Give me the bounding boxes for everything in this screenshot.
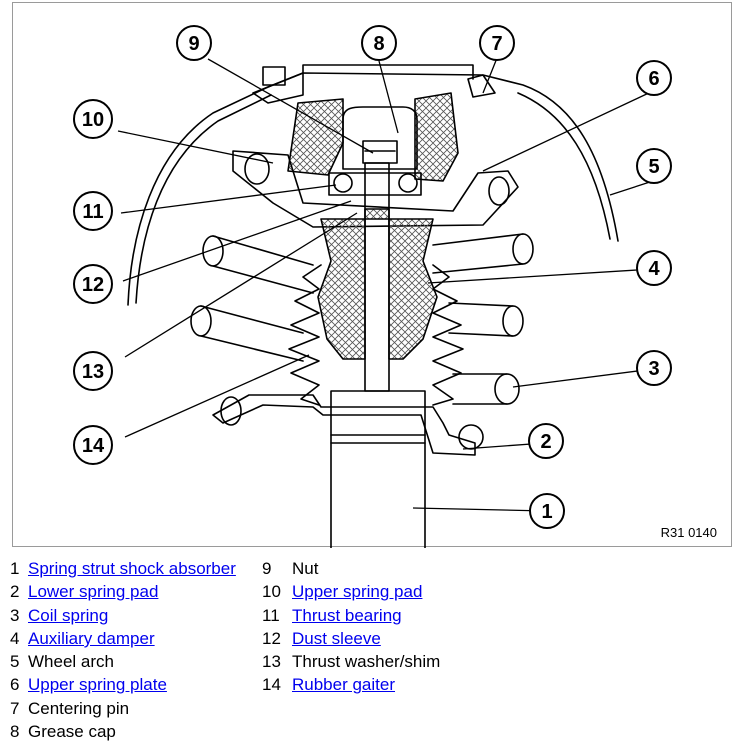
legend-item-1: 1 Spring strut shock absorber bbox=[10, 557, 236, 580]
legend-link[interactable]: Dust sleeve bbox=[292, 628, 381, 648]
legend-number: 14 bbox=[262, 675, 281, 695]
strut-diagram: 1 2 3 4 5 6 7 8 9 10 11 12 13 14 R31 014… bbox=[12, 2, 732, 548]
callout-13: 13 bbox=[73, 351, 113, 391]
legend-number: 2 bbox=[10, 582, 20, 602]
upper-pad bbox=[287, 98, 344, 176]
legend-item-5: 5 Wheel arch bbox=[10, 650, 236, 673]
figure-code: R31 0140 bbox=[660, 525, 717, 540]
legend-number: 5 bbox=[10, 652, 20, 672]
callout-14: 14 bbox=[73, 425, 113, 465]
gaiter-right bbox=[432, 264, 464, 406]
legend-number: 11 bbox=[262, 605, 280, 625]
legend-item-8: 8 Grease cap bbox=[10, 720, 236, 743]
legend-label: Centering pin bbox=[28, 698, 130, 718]
legend-item-11: 11 Thrust bearing bbox=[262, 604, 440, 627]
legend-number: 4 bbox=[10, 628, 20, 648]
legend-item-7: 7 Centering pin bbox=[10, 697, 236, 720]
callout-1: 1 bbox=[529, 493, 565, 529]
callout-4: 4 bbox=[636, 250, 672, 286]
svg-text:1: 1 bbox=[541, 501, 552, 523]
legend-item-14: 14 Rubber gaiter bbox=[262, 673, 440, 696]
legend-label: Grease cap bbox=[28, 722, 116, 742]
svg-text:13: 13 bbox=[82, 361, 104, 383]
svg-text:2: 2 bbox=[540, 431, 551, 453]
legend-number: 10 bbox=[262, 582, 281, 602]
svg-text:11: 11 bbox=[82, 201, 103, 223]
svg-text:7: 7 bbox=[491, 33, 502, 55]
svg-text:12: 12 bbox=[82, 274, 104, 296]
svg-text:9: 9 bbox=[188, 33, 199, 55]
legend-item-6: 6 Upper spring plate bbox=[10, 673, 236, 696]
legend-number: 13 bbox=[262, 652, 281, 672]
legend-item-3: 3 Coil spring bbox=[10, 604, 236, 627]
callout-9: 9 bbox=[176, 25, 212, 61]
callout-12: 12 bbox=[73, 264, 113, 304]
legend-item-4: 4 Auxiliary damper bbox=[10, 627, 236, 650]
legend-link[interactable]: Upper spring pad bbox=[292, 582, 423, 602]
legend-item-13: 13 Thrust washer/shim bbox=[262, 650, 440, 673]
legend-link[interactable]: Thrust bearing bbox=[292, 605, 402, 625]
legend-item-9: 9 Nut bbox=[262, 557, 440, 580]
callout-8: 8 bbox=[361, 25, 397, 61]
aux-damper bbox=[317, 208, 438, 360]
legend-link[interactable]: Coil spring bbox=[28, 605, 109, 625]
legend-link[interactable]: Spring strut shock absorber bbox=[28, 559, 236, 578]
legend-link[interactable]: Lower spring pad bbox=[28, 582, 159, 602]
legend-number: 12 bbox=[262, 628, 281, 648]
legend-left: 1 Spring strut shock absorber 2 Lower sprin… bbox=[10, 557, 236, 743]
svg-text:10: 10 bbox=[82, 109, 104, 131]
callout-11: 11 bbox=[73, 191, 113, 231]
svg-text:3: 3 bbox=[648, 358, 659, 380]
svg-text:6: 6 bbox=[648, 68, 659, 90]
callout-3: 3 bbox=[636, 350, 672, 386]
callout-7: 7 bbox=[479, 25, 515, 61]
callout-6: 6 bbox=[636, 60, 672, 96]
svg-text:4: 4 bbox=[648, 258, 660, 280]
callout-2: 2 bbox=[528, 423, 564, 459]
svg-text:5: 5 bbox=[648, 156, 659, 178]
svg-text:14: 14 bbox=[82, 435, 105, 457]
svg-text:8: 8 bbox=[373, 33, 384, 55]
coil-spring bbox=[190, 153, 534, 450]
callout-5: 5 bbox=[636, 148, 672, 184]
legend-link[interactable]: Rubber gaiter bbox=[292, 675, 396, 695]
callout-10: 10 bbox=[73, 99, 113, 139]
legend-number: 7 bbox=[10, 698, 20, 718]
absorber-body bbox=[330, 390, 426, 548]
legend-label: Nut bbox=[292, 559, 319, 578]
legend-link[interactable]: Auxiliary damper bbox=[28, 628, 155, 648]
legend-number: 9 bbox=[262, 559, 272, 578]
legend-number: 6 bbox=[10, 675, 20, 695]
legend-label: Thrust washer/shim bbox=[292, 652, 441, 672]
legend-item-12: 12 Dust sleeve bbox=[262, 627, 440, 650]
legend-item-2: 2 Lower spring pad bbox=[10, 580, 236, 603]
legend-item-10: 10 Upper spring pad bbox=[262, 580, 440, 603]
gaiter-left bbox=[288, 264, 322, 406]
legend-number: 8 bbox=[10, 722, 20, 742]
legend-number: 1 bbox=[10, 559, 20, 578]
legend-label: Wheel arch bbox=[28, 652, 114, 672]
legend-link[interactable]: Upper spring plate bbox=[28, 675, 167, 695]
strut-drawing: 1 2 3 4 5 6 7 8 9 10 11 12 13 14 bbox=[73, 25, 672, 548]
legend-number: 3 bbox=[10, 605, 20, 625]
